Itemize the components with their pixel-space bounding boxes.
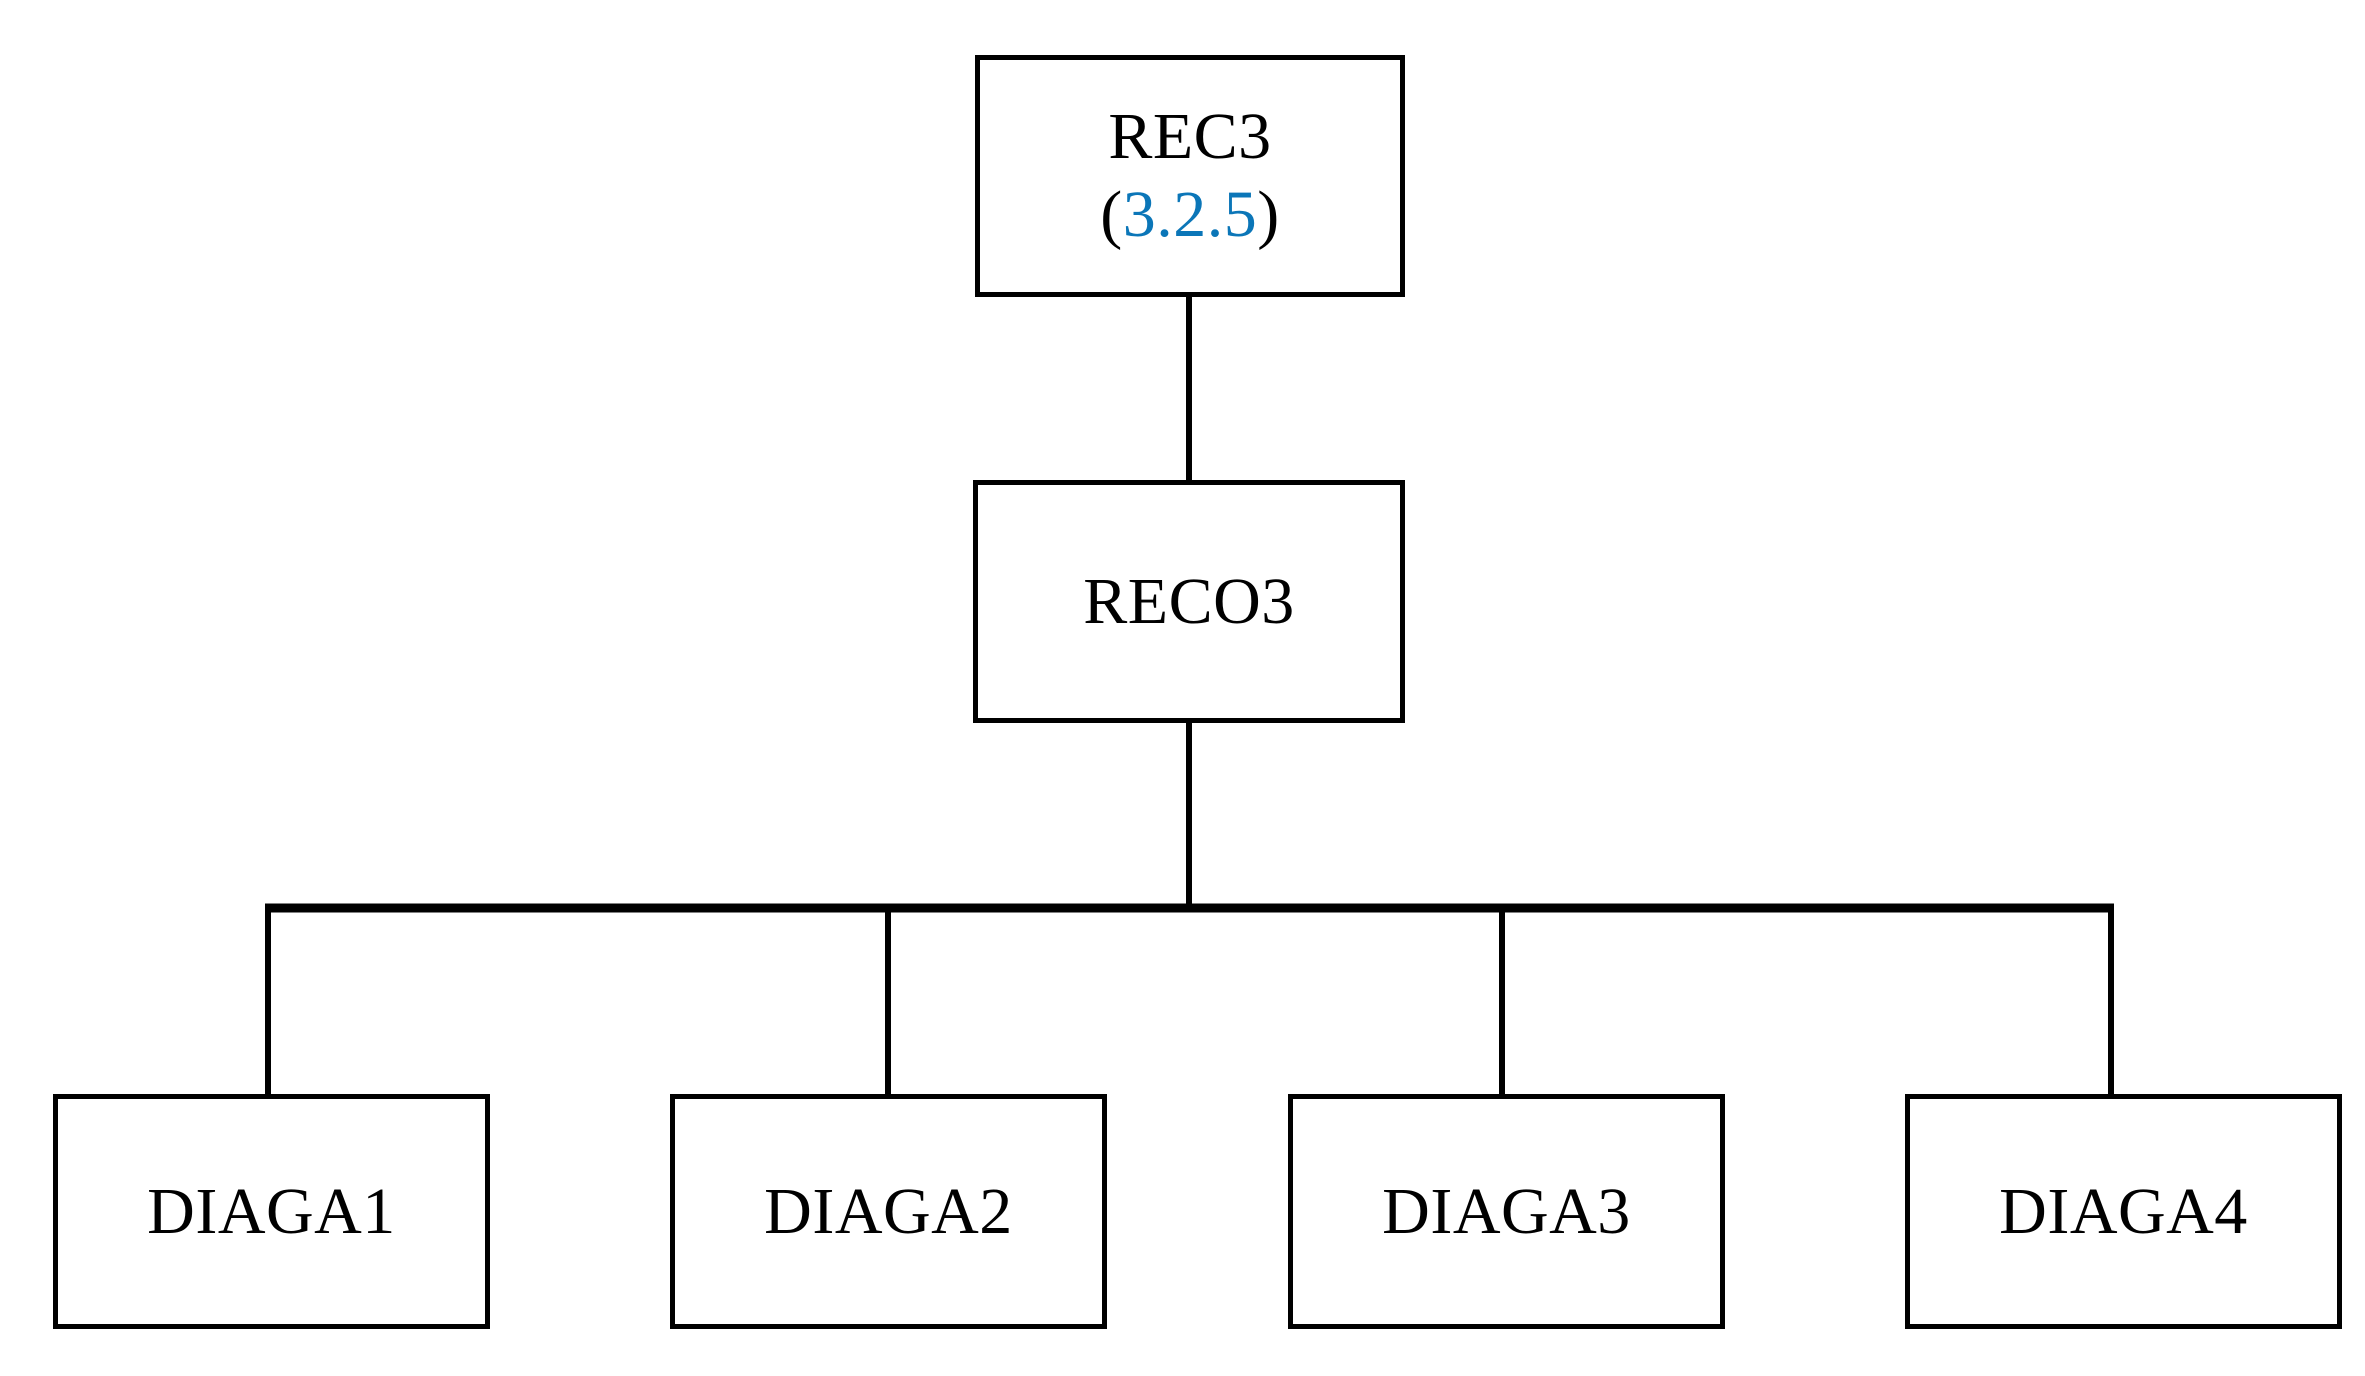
node-diaga2[interactable]: DIAGA2 — [670, 1094, 1107, 1329]
node-diaga1-label: DIAGA1 — [147, 1174, 396, 1248]
node-reco3-label: RECO3 — [1083, 564, 1295, 638]
version-close-paren: ) — [1257, 178, 1280, 251]
node-diaga4-label: DIAGA4 — [1999, 1174, 2248, 1248]
version-open-paren: ( — [1100, 178, 1123, 251]
node-diaga1[interactable]: DIAGA1 — [53, 1094, 490, 1329]
node-diaga2-label: DIAGA2 — [764, 1174, 1013, 1248]
version-number: 3.2.5 — [1122, 178, 1258, 251]
node-diaga4[interactable]: DIAGA4 — [1905, 1094, 2342, 1329]
node-diaga3-label: DIAGA3 — [1382, 1174, 1631, 1248]
node-reco3[interactable]: RECO3 — [973, 480, 1405, 723]
node-rec3-version: (3.2.5) — [1100, 178, 1279, 252]
node-diaga3[interactable]: DIAGA3 — [1288, 1094, 1725, 1329]
node-rec3-label: REC3 — [1108, 100, 1272, 174]
node-rec3[interactable]: REC3 (3.2.5) — [975, 55, 1405, 297]
